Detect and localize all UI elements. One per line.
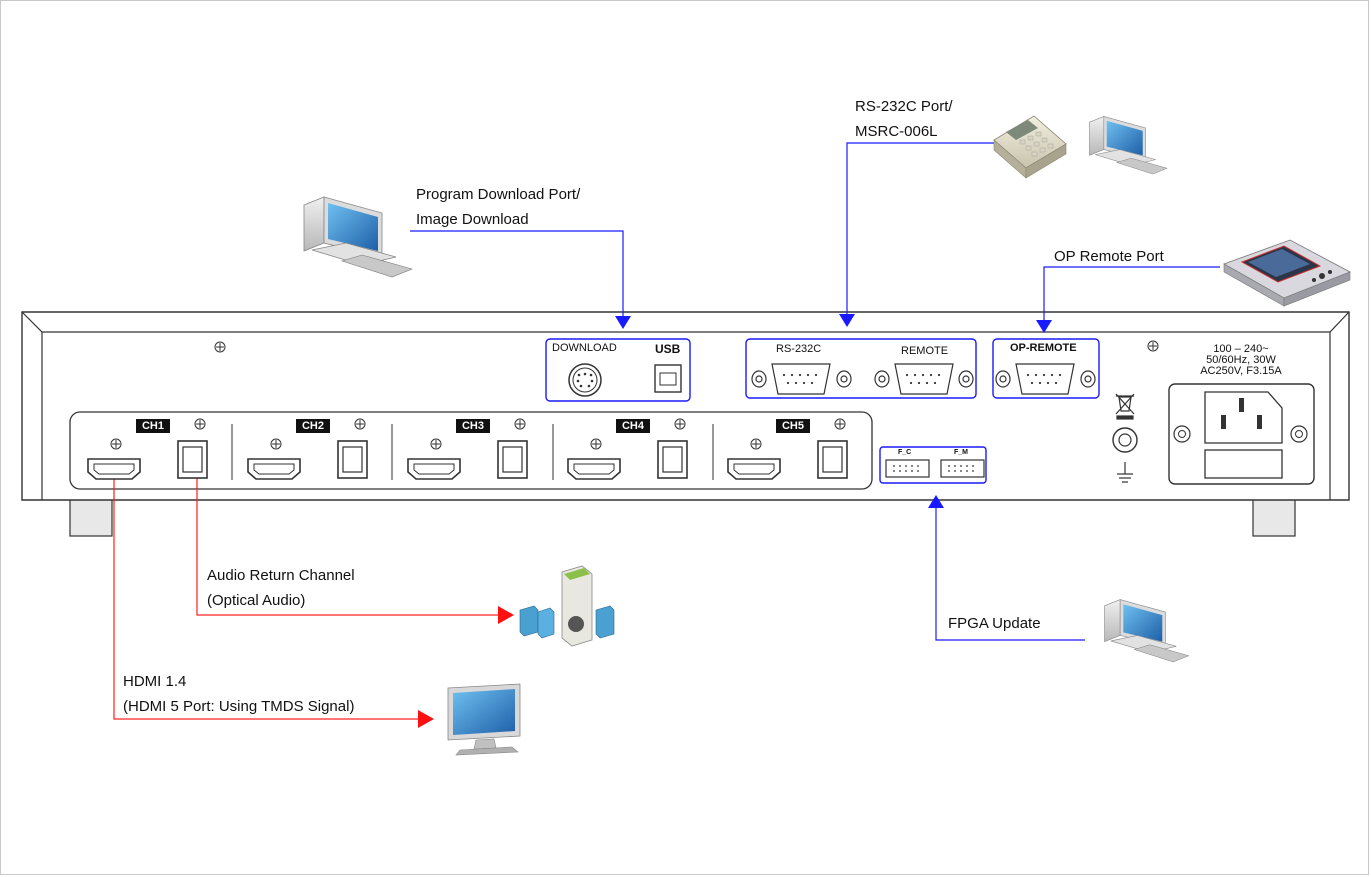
blue-connection-lines — [410, 142, 1220, 641]
optical-port-inner — [182, 446, 203, 473]
channel-tag: CH1 — [136, 419, 170, 433]
power-inlet — [1168, 383, 1315, 485]
program-download-label-line2: Image Download — [416, 211, 529, 228]
channel-tag: CH5 — [776, 419, 810, 433]
red-connection-lines — [113, 474, 498, 720]
hdmi-port-inner — [93, 463, 135, 475]
pc-icon — [1089, 116, 1168, 175]
hdmi-port-inner — [253, 463, 295, 475]
hdmi-label-line1: HDMI 1.4 — [123, 673, 187, 690]
hdmi-label: HDMI 1.4 (HDMI 5 Port: Using TMDS Signal… — [123, 669, 354, 719]
optical-port-inner — [502, 446, 523, 473]
rs232-label: RS-232C Port/ MSRC-006L — [855, 94, 953, 144]
hdmi-label-line2: (HDMI 5 Port: Using TMDS Signal) — [123, 698, 355, 715]
keypad-controller-icon — [993, 115, 1067, 179]
audio-return-label-line2: (Optical Audio) — [207, 592, 306, 609]
op-remote-port-label: OP-REMOTE — [1010, 342, 1077, 354]
hdmi-port-inner — [413, 463, 455, 475]
blue-arrowheads — [615, 314, 1052, 508]
pc-icon — [1104, 599, 1190, 663]
usb-port-label: USB — [655, 342, 681, 356]
power-rating-line3: AC250V, F3.15A — [1200, 365, 1282, 377]
audio-return-label: Audio Return Channel (Optical Audio) — [207, 563, 355, 613]
screw-cross — [432, 440, 440, 448]
f-c-label: F_C — [898, 449, 912, 456]
channel-tag: CH2 — [296, 419, 330, 433]
rs232-label-line2: MSRC-006L — [855, 123, 938, 140]
rs232-label-line1: RS-232C Port/ — [855, 98, 953, 115]
channel-tag: CH4 — [616, 419, 650, 433]
op-remote-label: OP Remote Port — [1054, 248, 1164, 265]
screw-cross — [196, 420, 204, 428]
red-arrowheads — [418, 606, 514, 728]
optical-port-inner — [662, 446, 683, 473]
screw-cross — [516, 420, 524, 428]
hdmi-port-inner — [733, 463, 775, 475]
download-port-label: DOWNLOAD — [552, 342, 617, 354]
power-rating: 100 – 240~ 50/60Hz, 30W AC250V, F3.15A — [1170, 344, 1312, 377]
screw-cross — [592, 440, 600, 448]
hdmi-port-inner — [573, 463, 615, 475]
f-m-label: F_M — [954, 449, 968, 456]
screw-cross — [752, 440, 760, 448]
channel-tag: CH3 — [456, 419, 490, 433]
fpga-update-label: FPGA Update — [948, 615, 1041, 632]
remote-panel-icon — [1223, 239, 1351, 307]
optical-port-inner — [822, 446, 843, 473]
power-rating-line2: 50/60Hz, 30W — [1206, 354, 1276, 366]
pc-icon — [303, 196, 413, 278]
audio-return-label-line1: Audio Return Channel — [207, 567, 355, 584]
rs232c-port-label: RS-232C — [776, 343, 822, 355]
weee-bin-icon — [1115, 393, 1135, 420]
power-rating-line1: 100 – 240~ — [1213, 343, 1269, 355]
optical-port-inner — [342, 446, 363, 473]
ground-icon — [1117, 462, 1133, 483]
screw-cross — [112, 440, 120, 448]
screw-cross — [356, 420, 364, 428]
program-download-label: Program Download Port/ Image Download — [416, 182, 580, 232]
speaker-icon — [519, 565, 615, 647]
screw-cross — [836, 420, 844, 428]
monitor-icon — [447, 683, 521, 756]
program-download-label-line1: Program Download Port/ — [416, 186, 581, 203]
screw-cross — [676, 420, 684, 428]
screw-cross — [272, 440, 280, 448]
remote-port-label: REMOTE — [901, 345, 949, 357]
